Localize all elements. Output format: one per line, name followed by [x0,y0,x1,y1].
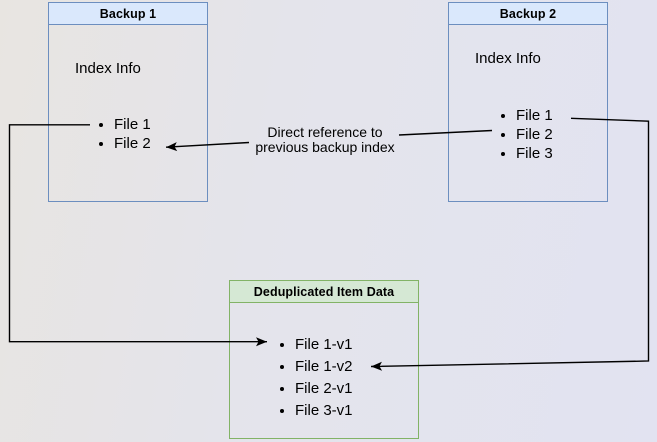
backup2-title: Backup 2 [449,3,607,25]
file-list-item: File 1 [516,106,553,125]
backup1-title: Backup 1 [49,3,207,25]
file-list-item: File 2 [516,125,553,144]
backup1-box: Backup 1 Index Info File 1File 2 [48,2,208,202]
backup1-file-list: File 1File 2 [97,115,151,153]
file-list-item: File 2 [114,134,151,153]
direct-reference-label: Direct reference to previous backup inde… [255,124,395,155]
backup2-box: Backup 2 Index Info File 1File 2File 3 [448,2,608,202]
file-list-item: File 3-v1 [295,400,353,422]
dedup-title: Deduplicated Item Data [230,281,418,303]
file-list-item: File 2-v1 [295,378,353,400]
file-list-item: File 1 [114,115,151,134]
file-list-item: File 1-v2 [295,356,353,378]
dedup-box: Deduplicated Item Data File 1-v1File 1-v… [229,280,419,439]
backup1-index-label: Index Info [75,60,141,77]
backup2-file-list: File 1File 2File 3 [499,106,553,163]
file-list-item: File 1-v1 [295,334,353,356]
backup2-index-label: Index Info [475,50,541,67]
file-list-item: File 3 [516,144,553,163]
dedup-file-list: File 1-v1File 1-v2File 2-v1File 3-v1 [278,334,353,422]
